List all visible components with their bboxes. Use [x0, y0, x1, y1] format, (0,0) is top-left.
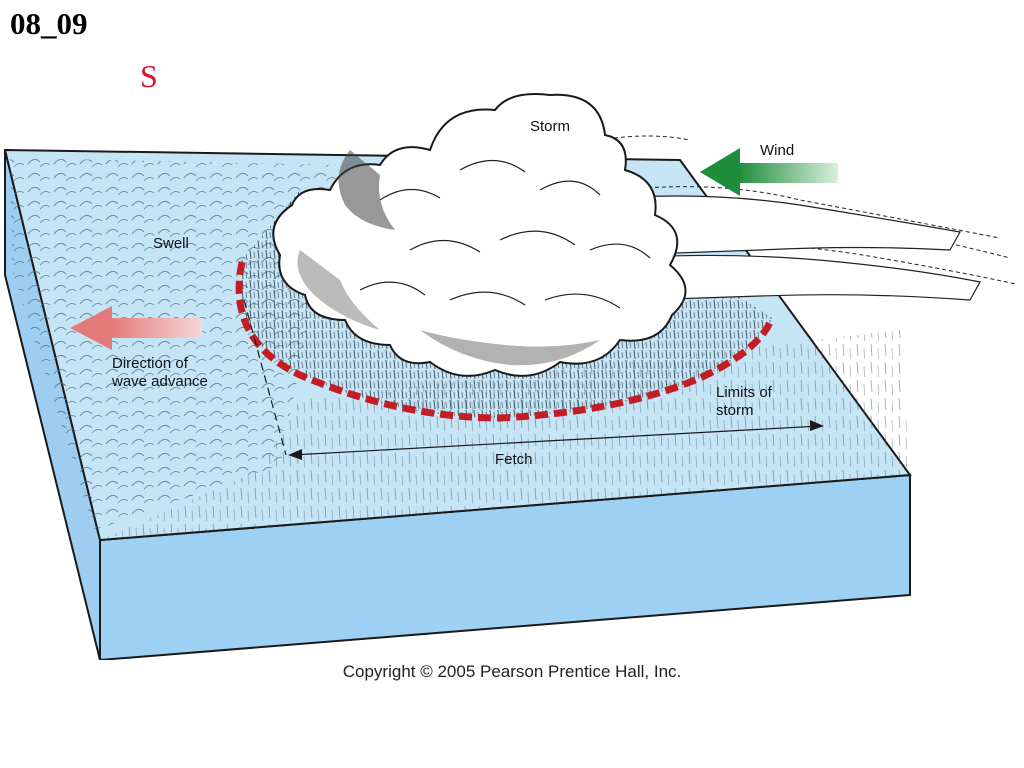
copyright-notice: Copyright © 2005 Pearson Prentice Hall, … — [342, 662, 682, 681]
slide-id-label: 08_09 — [10, 6, 88, 41]
fetch-label: Fetch — [495, 451, 533, 468]
wind-label: Wind — [760, 142, 794, 159]
wind-arrow — [700, 148, 838, 196]
swell-formation-diagram: Storm Wind Swell Direction of wave advan… — [3, 93, 1017, 660]
swell-label: Swell — [153, 235, 189, 252]
fetch-left-edge — [243, 299, 287, 456]
wave-advance-arrow — [70, 306, 202, 350]
sea-streak-texture — [100, 330, 910, 540]
storm-limit-boundary — [235, 261, 776, 422]
direction-label-line1: Direction of — [112, 355, 189, 372]
slide-marker: S — [140, 58, 158, 94]
storm-label: Storm — [530, 118, 570, 135]
storm-cloud — [272, 93, 1017, 377]
direction-label-line2: wave advance — [111, 373, 208, 390]
limits-label-line2: storm — [716, 402, 754, 419]
limits-label-line1: Limits of — [716, 384, 773, 401]
fetch-arrow — [288, 420, 824, 460]
